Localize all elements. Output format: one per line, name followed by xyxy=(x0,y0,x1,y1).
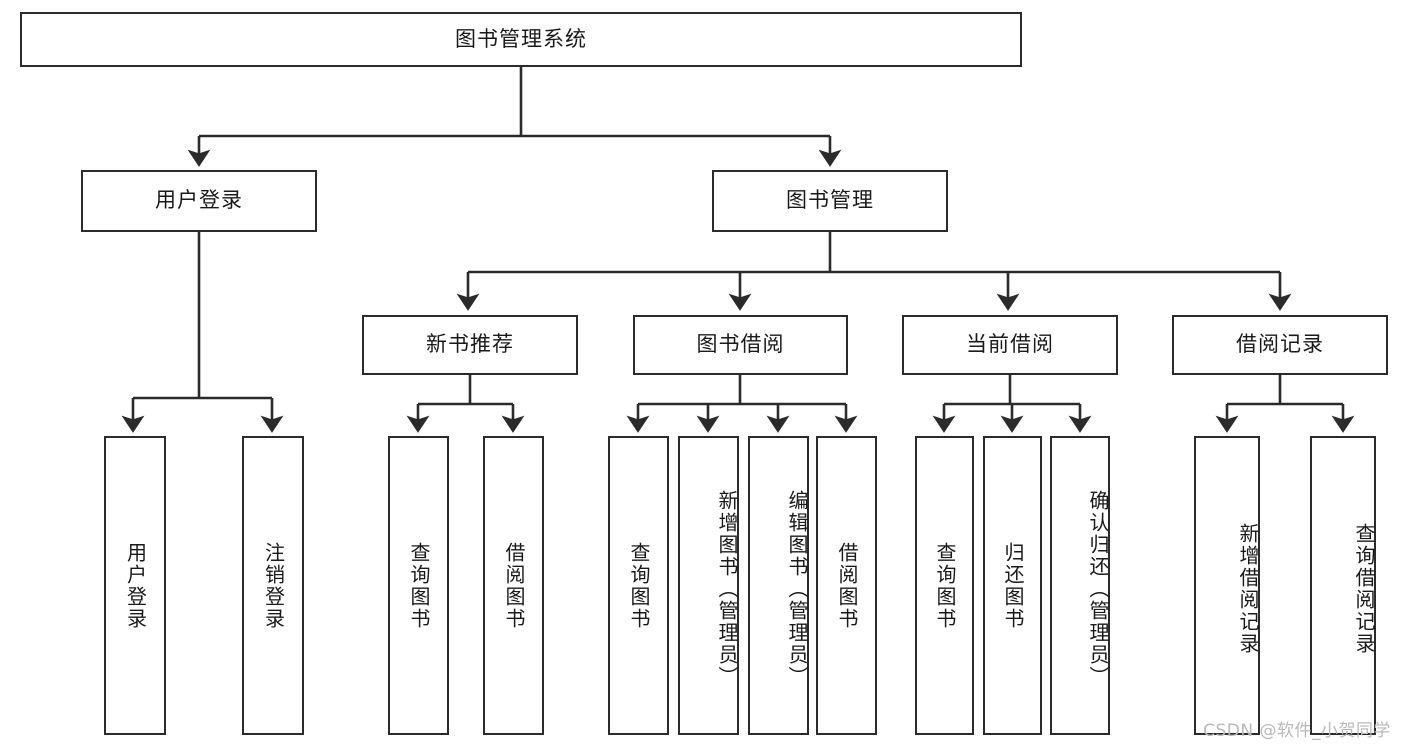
node-leaf-confirm-return-admin[interactable]: 确认归还（管理员） xyxy=(1050,436,1110,735)
node-leaf-edit-book-admin-label: 编辑图书（管理员） xyxy=(785,489,809,688)
node-current-borrow[interactable]: 当前借阅 xyxy=(902,315,1118,375)
node-leaf-logout[interactable]: 注销登录 xyxy=(242,436,304,735)
node-borrow-record-label: 借阅记录 xyxy=(1236,332,1324,357)
node-root[interactable]: 图书管理系统 xyxy=(20,12,1022,67)
node-leaf-query-book-borrow[interactable]: 查询图书 xyxy=(608,436,669,735)
node-leaf-return-book[interactable]: 归还图书 xyxy=(983,436,1042,735)
node-leaf-query-book-recommend-label: 查询图书 xyxy=(407,541,431,630)
node-leaf-add-borrow-record-label: 新增借阅记录 xyxy=(1236,522,1260,655)
node-leaf-add-borrow-record[interactable]: 新增借阅记录 xyxy=(1194,436,1260,735)
node-new-book-recommend[interactable]: 新书推荐 xyxy=(362,315,578,375)
node-leaf-user-login[interactable]: 用户登录 xyxy=(104,436,166,735)
node-current-borrow-label: 当前借阅 xyxy=(966,332,1054,357)
node-leaf-query-borrow-record[interactable]: 查询借阅记录 xyxy=(1310,436,1376,735)
node-leaf-add-book-admin[interactable]: 新增图书（管理员） xyxy=(678,436,739,735)
node-user-login[interactable]: 用户登录 xyxy=(81,170,317,232)
node-new-book-recommend-label: 新书推荐 xyxy=(426,332,514,357)
watermark-text: CSDN @软件_小贺同学 xyxy=(1203,721,1391,741)
node-leaf-logout-label: 注销登录 xyxy=(261,541,286,630)
node-book-borrow[interactable]: 图书借阅 xyxy=(633,315,848,375)
node-leaf-borrow-book-recommend-label: 借阅图书 xyxy=(502,541,526,630)
node-leaf-edit-book-admin[interactable]: 编辑图书（管理员） xyxy=(748,436,809,735)
node-leaf-query-book-borrow-label: 查询图书 xyxy=(627,541,651,630)
node-root-label: 图书管理系统 xyxy=(455,26,587,51)
node-borrow-record[interactable]: 借阅记录 xyxy=(1172,315,1388,375)
node-leaf-query-borrow-record-label: 查询借阅记录 xyxy=(1352,522,1376,655)
node-leaf-user-login-label: 用户登录 xyxy=(123,541,148,630)
node-leaf-borrow-book-label: 借阅图书 xyxy=(835,541,859,630)
node-leaf-query-book-current[interactable]: 查询图书 xyxy=(915,436,974,735)
node-leaf-query-book-recommend[interactable]: 查询图书 xyxy=(388,436,449,735)
node-leaf-borrow-book-recommend[interactable]: 借阅图书 xyxy=(483,436,544,735)
node-book-borrow-label: 图书借阅 xyxy=(696,332,785,357)
node-leaf-query-book-current-label: 查询图书 xyxy=(933,541,957,630)
node-book-manage[interactable]: 图书管理 xyxy=(712,170,948,232)
node-leaf-add-book-admin-label: 新增图书（管理员） xyxy=(715,489,739,688)
node-leaf-borrow-book[interactable]: 借阅图书 xyxy=(816,436,877,735)
node-book-manage-label: 图书管理 xyxy=(786,188,874,213)
node-user-login-label: 用户登录 xyxy=(155,188,243,213)
node-leaf-confirm-return-admin-label: 确认归还（管理员） xyxy=(1086,489,1110,688)
node-leaf-return-book-label: 归还图书 xyxy=(1001,541,1025,630)
